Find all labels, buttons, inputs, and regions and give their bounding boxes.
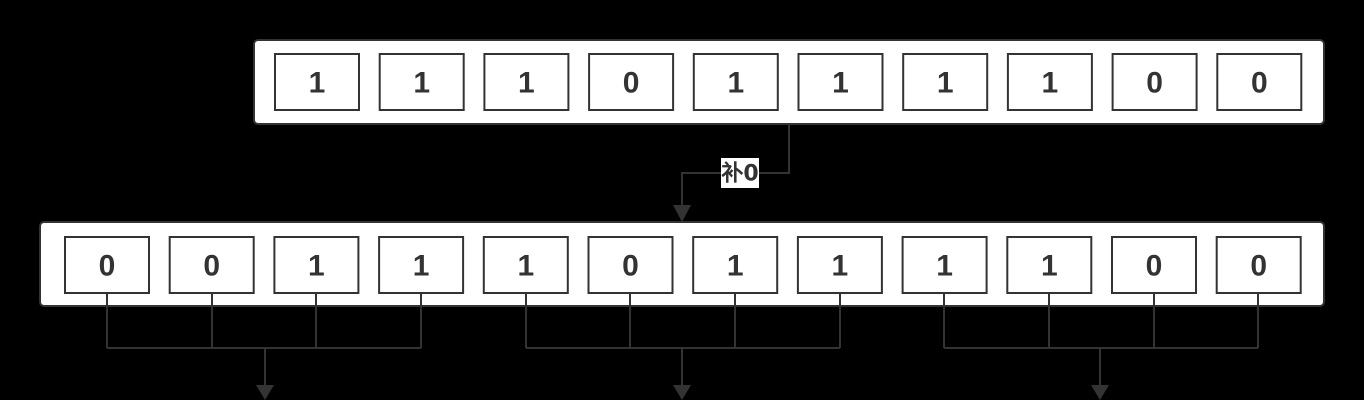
bottom-cell-6 — [587, 236, 674, 294]
bottom-bit-7: 1 — [727, 250, 744, 283]
group-2-arrowhead — [673, 385, 691, 400]
bottom-bit-12: 0 — [1250, 250, 1267, 283]
bottom-cell-2 — [168, 236, 255, 294]
top-cell-10 — [1216, 53, 1303, 111]
top-bit-2: 1 — [413, 67, 430, 100]
group-1-bracket — [106, 294, 422, 400]
top-cell-6 — [797, 53, 884, 111]
bottom-cell-1 — [64, 236, 150, 294]
pad-zero-label: 补0 — [720, 162, 758, 187]
bottom-bit-9: 1 — [936, 250, 953, 283]
top-cell-2 — [378, 53, 465, 111]
top-cell-5 — [692, 53, 779, 111]
pad-zero-label-bg — [721, 158, 759, 188]
bottom-bit-11: 0 — [1146, 250, 1163, 283]
top-cell-4 — [588, 53, 675, 111]
bottom-bit-10: 1 — [1041, 250, 1058, 283]
top-bit-10: 0 — [1251, 67, 1268, 100]
pad-zero-arrowhead — [673, 205, 691, 222]
top-bit-8: 1 — [1042, 67, 1059, 100]
top-bit-5: 1 — [727, 67, 744, 100]
top-bit-6: 1 — [832, 67, 849, 100]
bottom-cell-7 — [692, 236, 779, 294]
group-3-arrowhead — [1091, 385, 1109, 400]
bottom-bit-1: 0 — [99, 250, 116, 283]
bottom-bit-container — [39, 221, 1325, 307]
bottom-bit-3: 1 — [308, 250, 325, 283]
bottom-cell-3 — [273, 236, 360, 294]
bottom-cell-12 — [1215, 236, 1302, 294]
bottom-cell-11 — [1111, 236, 1197, 294]
group-3-bracket — [943, 294, 1259, 400]
group-1-arrowhead — [256, 385, 274, 400]
top-bit-3: 1 — [518, 67, 535, 100]
bottom-bit-2: 0 — [203, 250, 220, 283]
bottom-bit-8: 1 — [832, 250, 849, 283]
group-2-bracket — [525, 294, 841, 400]
top-bit-9: 0 — [1146, 67, 1163, 100]
bottom-cell-9 — [901, 236, 988, 294]
top-bit-7: 1 — [937, 67, 954, 100]
bottom-bit-4: 1 — [413, 250, 430, 283]
top-cell-9 — [1111, 53, 1198, 111]
top-cell-3 — [483, 53, 570, 111]
bottom-bit-6: 0 — [622, 250, 639, 283]
bottom-cell-10 — [1006, 236, 1093, 294]
bottom-cell-5 — [482, 236, 569, 294]
bottom-cell-4 — [378, 236, 465, 294]
top-cell-7 — [902, 53, 989, 111]
top-cell-8 — [1006, 53, 1093, 111]
top-bit-row: 1 1 1 0 1 1 1 1 0 0 — [274, 53, 1303, 111]
bottom-bit-5: 1 — [517, 250, 534, 283]
bottom-cell-8 — [796, 236, 883, 294]
top-cell-1 — [274, 53, 360, 111]
top-bit-4: 0 — [623, 67, 640, 100]
bottom-bit-row: 0 0 1 1 1 0 1 1 1 1 0 0 — [64, 236, 1302, 294]
top-bit-1: 1 — [309, 67, 326, 100]
